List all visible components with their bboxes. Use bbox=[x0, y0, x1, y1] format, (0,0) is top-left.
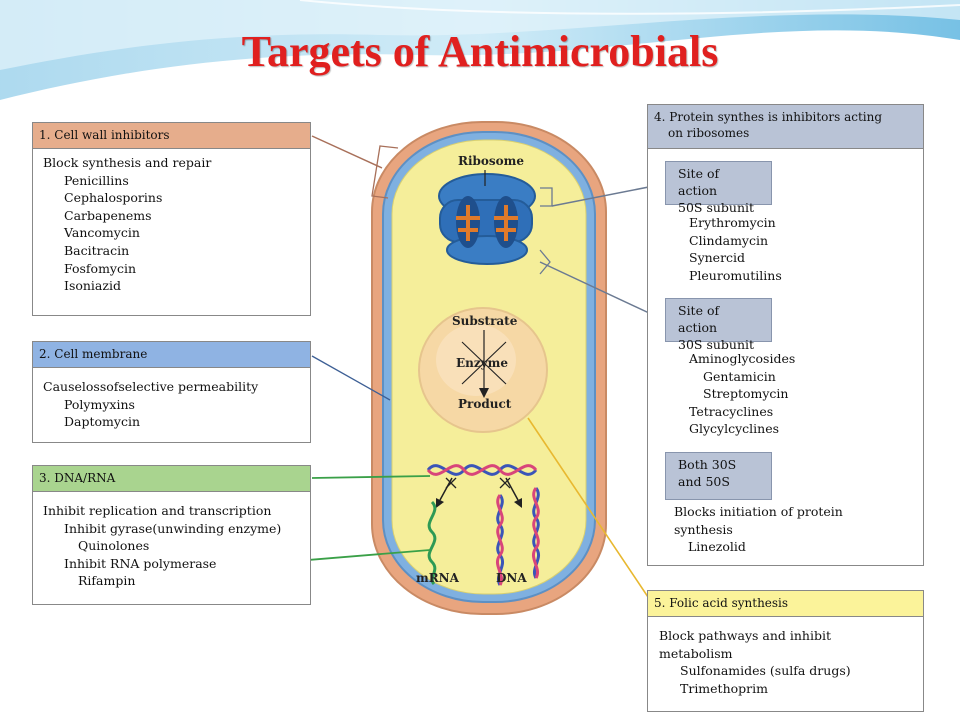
list-item: Inhibit RNA polymerase bbox=[64, 555, 217, 571]
site-30s-box: Site of action 30S subunit bbox=[665, 298, 772, 352]
page-title: Targets of Antimicrobials bbox=[241, 27, 719, 76]
both-line1: Both 30S bbox=[678, 457, 737, 472]
protein-header-line2: on ribosomes bbox=[668, 126, 750, 140]
list-item: Synercid bbox=[689, 250, 746, 266]
site-50s-list: Erythromycin Clindamycin Synercid Pleuro… bbox=[689, 214, 782, 284]
list-item: Cephalosporins bbox=[64, 190, 163, 206]
both-subunits-box: Both 30S and 50S bbox=[665, 452, 772, 500]
cell-wall-header: 1. Cell wall inhibitors bbox=[32, 122, 311, 149]
list-item: Sulfonamides (sulfa drugs) bbox=[680, 663, 851, 679]
ribosome bbox=[438, 173, 536, 265]
site-30s-line1: Site of action bbox=[678, 303, 720, 335]
dna-rna-lead: Inhibit replication and transcription bbox=[43, 503, 272, 518]
dna-helix-top bbox=[426, 464, 538, 476]
dna-rna-list: Inhibit replication and transcription In… bbox=[43, 502, 281, 590]
mrna-label: mRNA bbox=[416, 571, 460, 585]
cell-wall-lead: Block synthesis and repair bbox=[43, 155, 212, 170]
list-item: Streptomycin bbox=[703, 386, 789, 402]
list-item: Glycylcyclines bbox=[689, 421, 780, 437]
list-item: Fosfomycin bbox=[64, 260, 137, 276]
header-wave-decoration bbox=[0, 0, 960, 100]
dna-label: DNA bbox=[496, 571, 527, 585]
folic-acid-panel: 5. Folic acid synthesis Block pathways a… bbox=[647, 590, 924, 712]
cell-wall-panel: 1. Cell wall inhibitors Block synthesis … bbox=[32, 122, 311, 316]
substrate-label: Substrate bbox=[452, 314, 518, 328]
list-item: Inhibit gyrase(unwinding enzyme) bbox=[64, 520, 282, 536]
cell-wall-list: Block synthesis and repair Penicillins C… bbox=[43, 154, 211, 295]
both-desc-line1: Blocks initiation of protein bbox=[674, 504, 843, 519]
folic-lead-line2: metabolism bbox=[659, 645, 733, 661]
site-50s-box: Site of action 50S subunit bbox=[665, 161, 772, 215]
site-30s-list: Aminoglycosides Gentamicin Streptomycin … bbox=[689, 350, 795, 438]
cell-membrane-lead: Causelossofselective permeability bbox=[43, 379, 259, 394]
both-desc-line2: synthesis bbox=[674, 521, 733, 537]
list-item: Bacitracin bbox=[64, 242, 130, 258]
folic-acid-header: 5. Folic acid synthesis bbox=[647, 590, 924, 617]
list-item: Daptomycin bbox=[64, 414, 140, 430]
cell-membrane-panel: 2. Cell membrane Causelossofselective pe… bbox=[32, 341, 311, 443]
site-50s-line2: 50S subunit bbox=[678, 200, 755, 215]
list-item: Pleuromutilins bbox=[689, 267, 782, 283]
site-50s-line1: Site of action bbox=[678, 166, 720, 198]
list-item: Polymyxins bbox=[64, 396, 135, 412]
site-30s-line2: 30S subunit bbox=[678, 337, 755, 352]
list-item: Aminoglycosides bbox=[689, 351, 796, 366]
list-item: Gentamicin bbox=[703, 368, 776, 384]
dna-strands bbox=[495, 487, 541, 586]
list-item: Rifampin bbox=[78, 573, 136, 589]
enzyme-label: Enzyme bbox=[456, 356, 508, 370]
list-item: Carbapenems bbox=[64, 207, 152, 223]
folic-lead-line1: Block pathways and inhibit bbox=[659, 628, 831, 643]
protein-header-line1: 4. Protein synthes is inhibitors acting bbox=[654, 110, 883, 124]
protein-synthesis-panel: 4. Protein synthes is inhibitors acting … bbox=[647, 104, 924, 566]
protein-synthesis-header: 4. Protein synthes is inhibitors acting … bbox=[647, 104, 924, 149]
product-label: Product bbox=[458, 397, 512, 411]
list-item: Isoniazid bbox=[64, 278, 121, 294]
list-item: Trimethoprim bbox=[680, 680, 768, 696]
list-item: Vancomycin bbox=[64, 225, 140, 241]
folic-acid-list: Block pathways and inhibit metabolism Su… bbox=[659, 627, 851, 697]
list-item: Tetracyclines bbox=[689, 403, 774, 419]
dna-rna-panel: 3. DNA/RNA Inhibit replication and trans… bbox=[32, 465, 311, 605]
both-line2: and 50S bbox=[678, 474, 730, 489]
list-item: Penicillins bbox=[64, 172, 129, 188]
mrna-strand bbox=[427, 500, 437, 586]
list-item: Erythromycin bbox=[689, 215, 776, 230]
cell-membrane-list: Causelossofselective permeability Polymy… bbox=[43, 378, 258, 431]
dna-rna-header: 3. DNA/RNA bbox=[32, 465, 311, 492]
ribosome-label: Ribosome bbox=[458, 154, 524, 168]
both-subunits-list: Blocks initiation of protein synthesis L… bbox=[674, 503, 843, 556]
list-item: Clindamycin bbox=[689, 232, 769, 248]
list-item: Quinolones bbox=[78, 538, 150, 554]
cell-membrane-header: 2. Cell membrane bbox=[32, 341, 311, 368]
list-item: Linezolid bbox=[688, 539, 746, 555]
